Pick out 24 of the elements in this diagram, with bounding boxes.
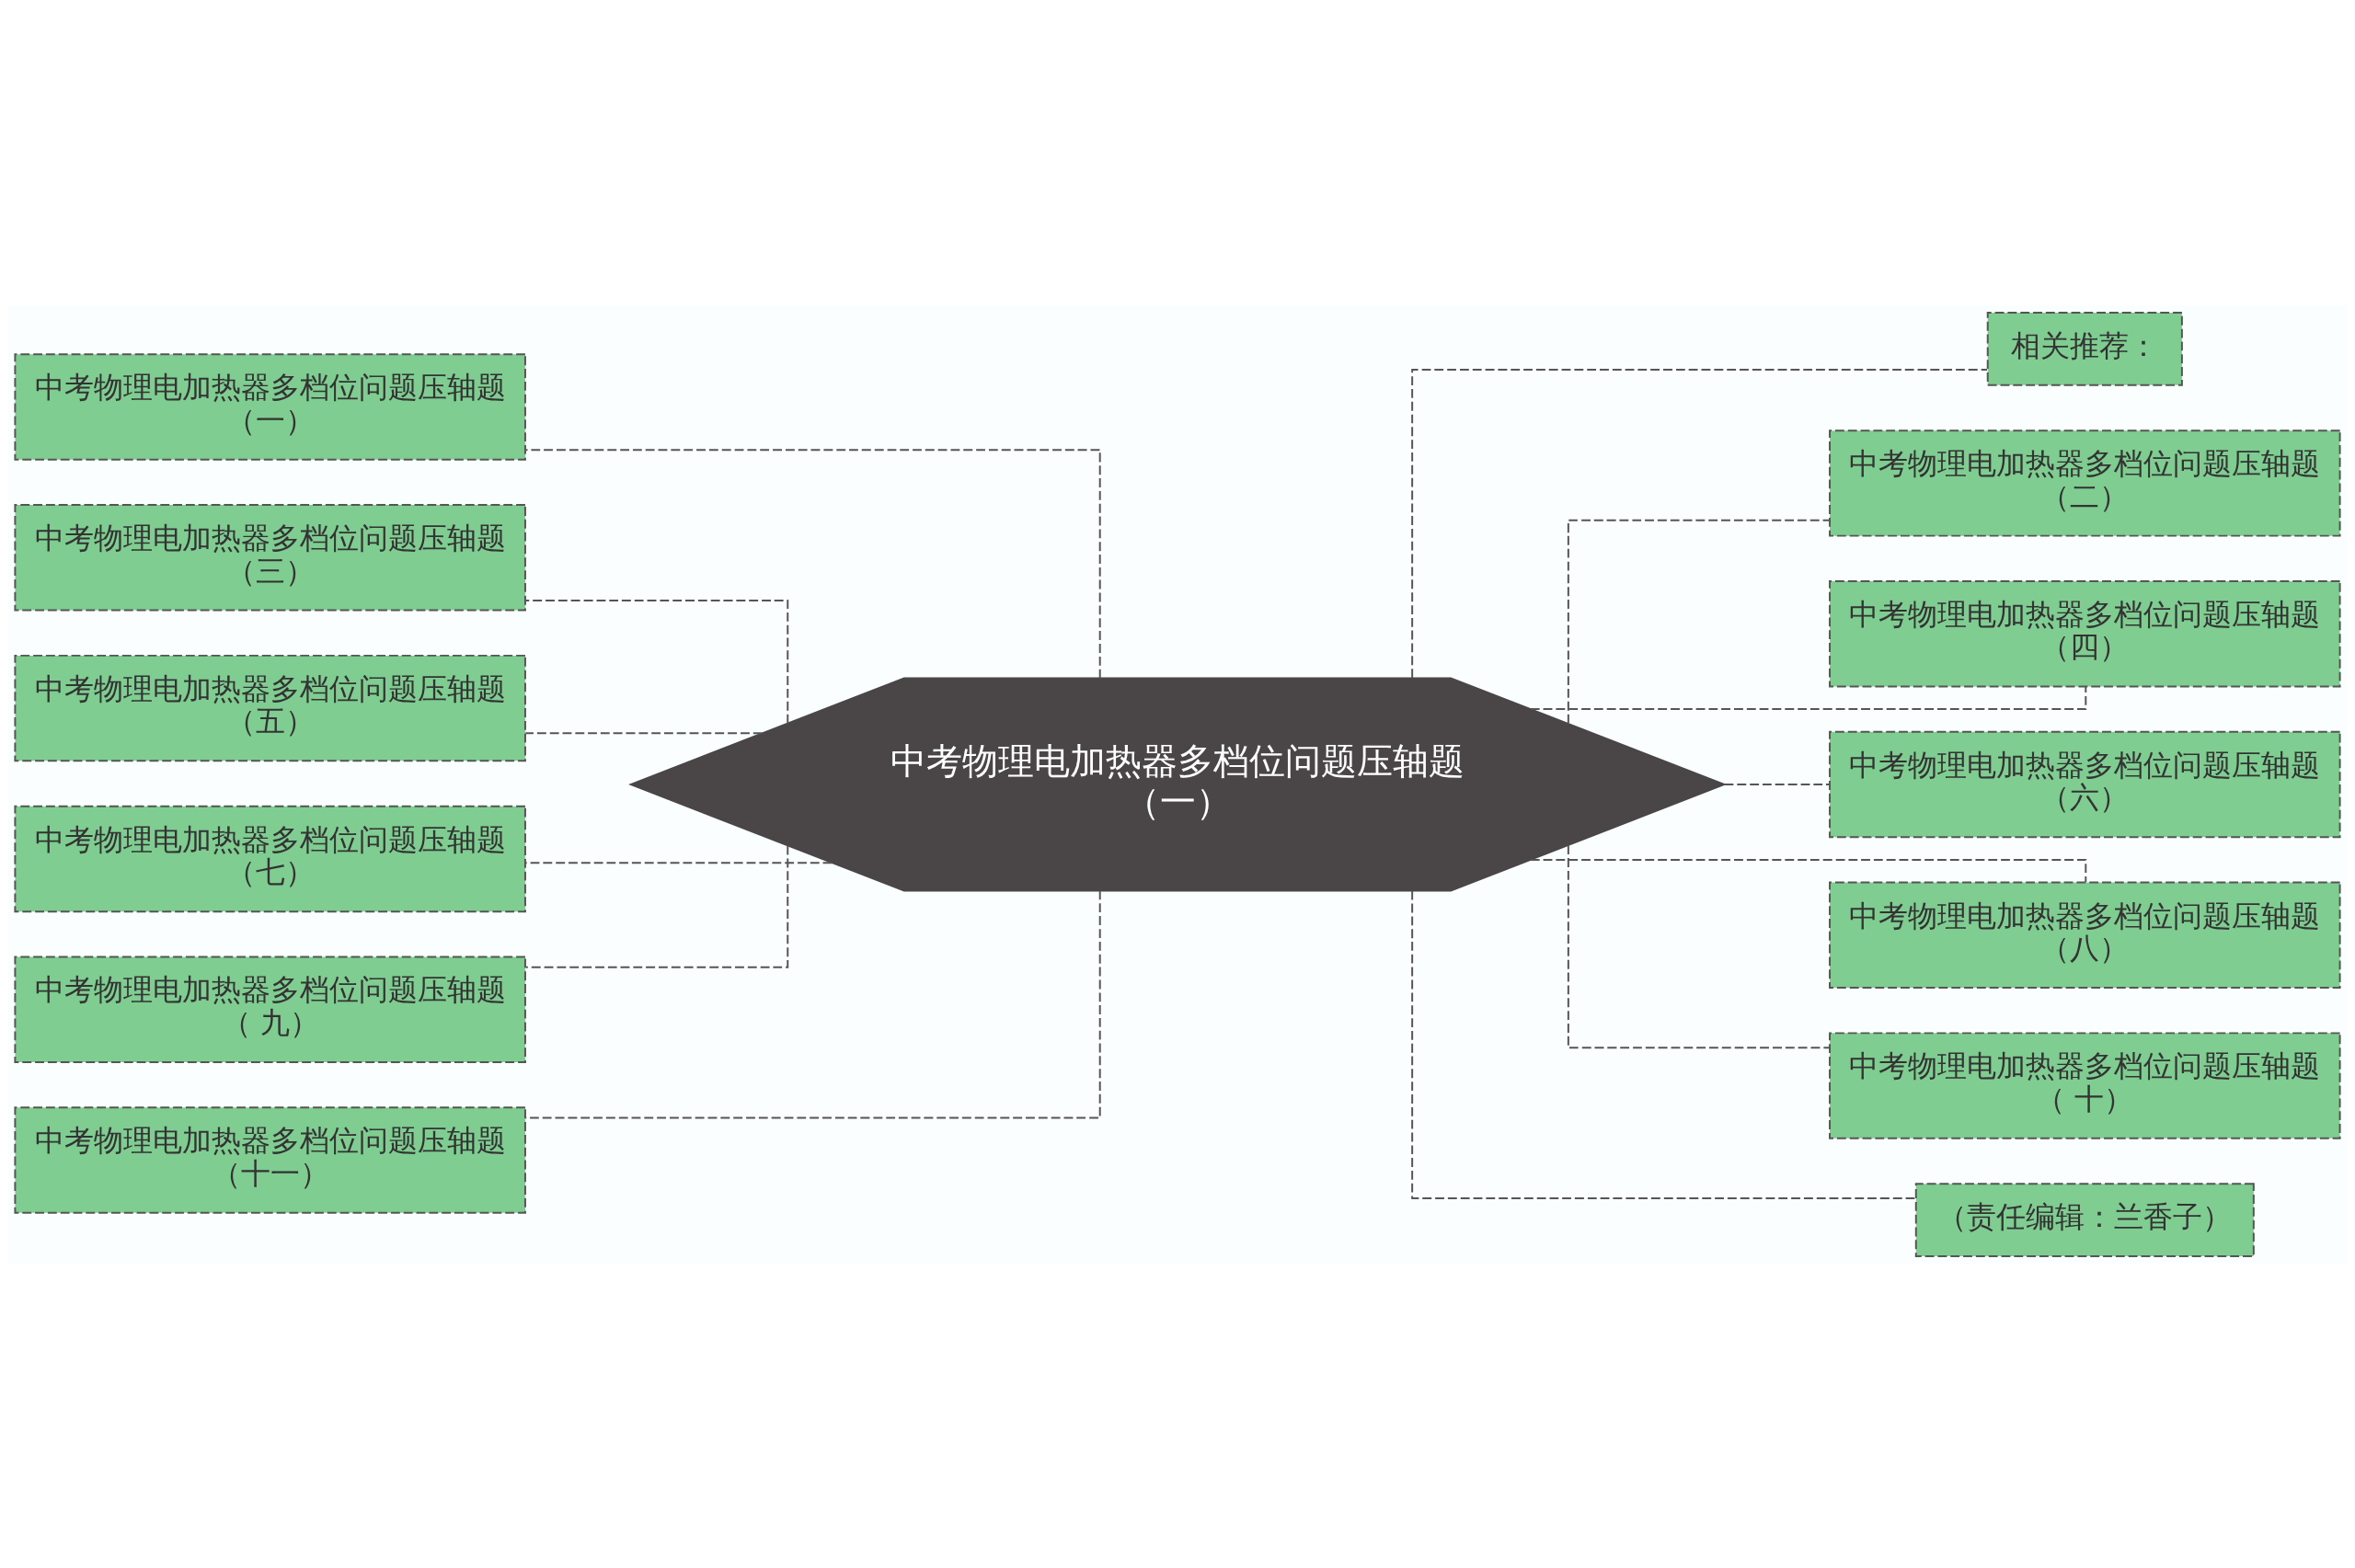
connector: [1567, 843, 1831, 1048]
node-box: 中考物理电加热器多档位问题压轴题（三）: [14, 503, 526, 612]
connector: [1411, 889, 1917, 1199]
connector: [524, 599, 789, 724]
connector: [1723, 783, 1831, 785]
connector: [524, 844, 789, 968]
node-box: 中考物理电加热器多档位问题压轴题（一）: [14, 352, 526, 461]
node-box: 中考物理电加热器多档位问题压轴题（ 九）: [14, 956, 526, 1063]
node-box: 中考物理电加热器多档位问题压轴题（七）: [14, 805, 526, 912]
node-box: （责任编辑：兰香子）: [1914, 1182, 2255, 1257]
connector: [524, 448, 1101, 679]
node-box: 中考物理电加热器多档位问题压轴题（八）: [1829, 881, 2341, 989]
connector: [1567, 519, 1831, 724]
connector: [524, 889, 1101, 1118]
node-box: 中考物理电加热器多档位问题压轴题（四）: [1829, 579, 2341, 687]
connector: [524, 861, 833, 864]
node-box: 中考物理电加热器多档位问题压轴题（五）: [14, 654, 526, 761]
connector: [1411, 368, 1988, 679]
node-box: 中考物理电加热器多档位问题压轴题（十一）: [14, 1105, 526, 1214]
node-box: 中考物理电加热器多档位问题压轴题（六）: [1829, 730, 2341, 838]
node-box: 中考物理电加热器多档位问题压轴题（ 十）: [1829, 1031, 2341, 1139]
node-box: 中考物理电加热器多档位问题压轴题（二）: [1829, 429, 2341, 537]
node-box: 相关推荐：: [1986, 311, 2183, 386]
connector: [524, 731, 764, 734]
